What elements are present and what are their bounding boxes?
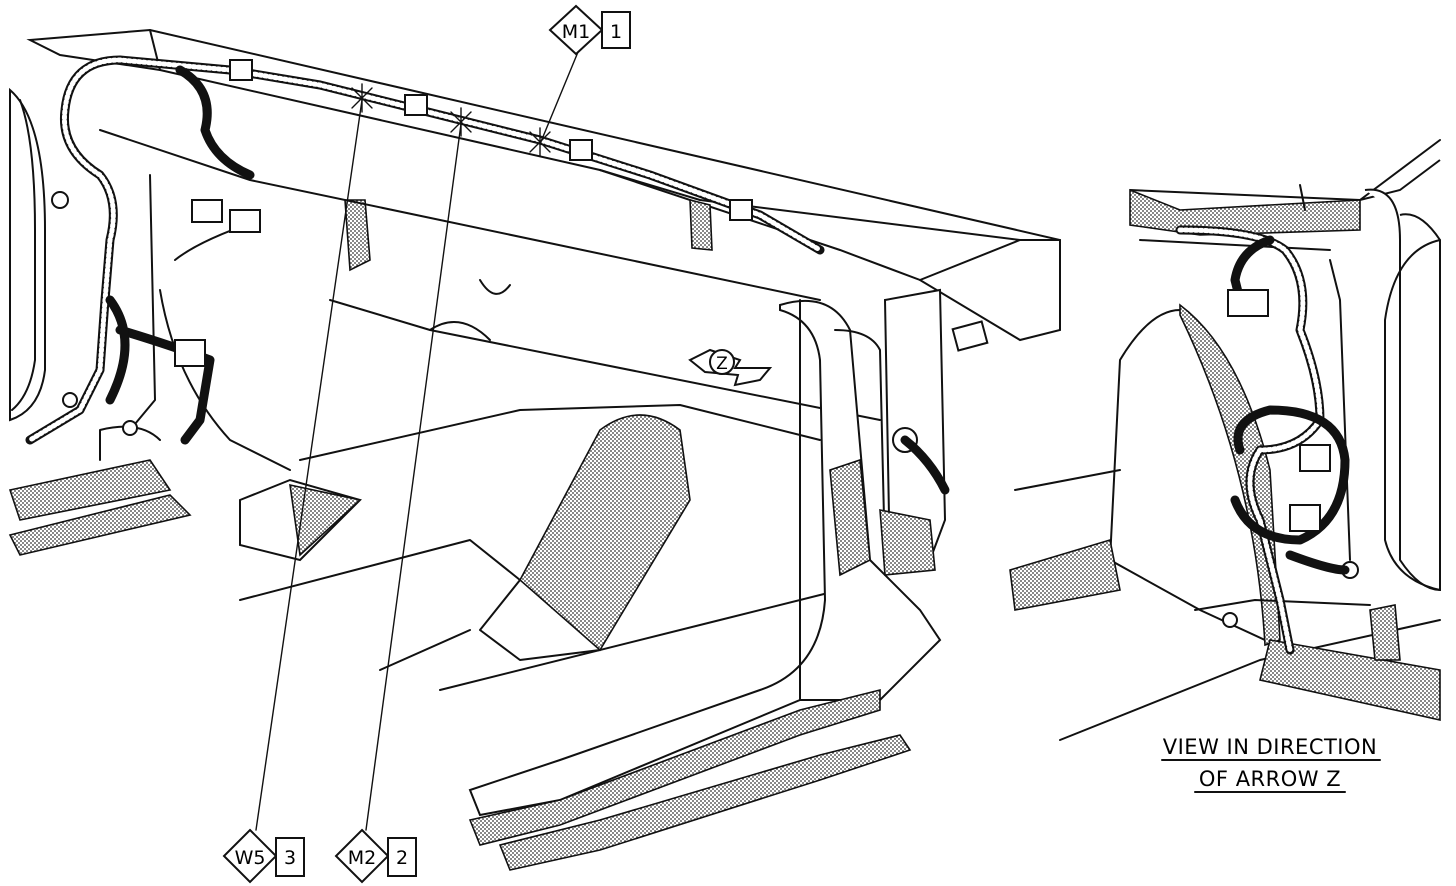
point-mark-w5 (351, 83, 373, 113)
callout-w5-num: 3 (284, 847, 296, 869)
callout-m2-code: M2 (348, 847, 376, 869)
left-pillar (9, 87, 46, 422)
left-sill (8, 459, 172, 521)
clip (229, 59, 253, 81)
tunnel-hatch (518, 414, 691, 652)
caption-line-2: OF ARROW Z (1199, 767, 1341, 791)
caption-line-1: VIEW IN DIRECTION (1163, 735, 1378, 759)
callout-m1: M1 1 (548, 4, 631, 56)
detail-pillar (1364, 188, 1441, 592)
callout-m2: M2 2 (334, 828, 417, 884)
left-harness (25, 55, 235, 445)
point-mark-m2 (450, 107, 472, 137)
detail-view: VIEW IN DIRECTION OF ARROW Z (1009, 139, 1441, 793)
callout-m2-num: 2 (396, 847, 408, 869)
ground-bolt (51, 191, 69, 209)
right-sill (468, 688, 881, 846)
leader-m2 (365, 123, 462, 831)
point-mark-m1 (529, 127, 551, 157)
main-view: Z (8, 28, 1061, 871)
callout-m1-num: 1 (610, 21, 622, 43)
detail-cowl (1129, 188, 1361, 236)
connector (191, 199, 223, 223)
view-arrow-z: Z (688, 348, 773, 387)
callout-w5-code: W5 (235, 847, 266, 869)
a-pillar (468, 299, 942, 817)
connector-left (174, 339, 206, 367)
leader-m1 (539, 51, 579, 145)
detail-connector (1227, 289, 1269, 317)
arrow-label: Z (716, 354, 728, 374)
leader-w5 (255, 99, 363, 831)
hatched-panel (344, 199, 371, 272)
callout-w5: W5 3 (222, 828, 305, 884)
callout-m1-code: M1 (562, 21, 590, 43)
